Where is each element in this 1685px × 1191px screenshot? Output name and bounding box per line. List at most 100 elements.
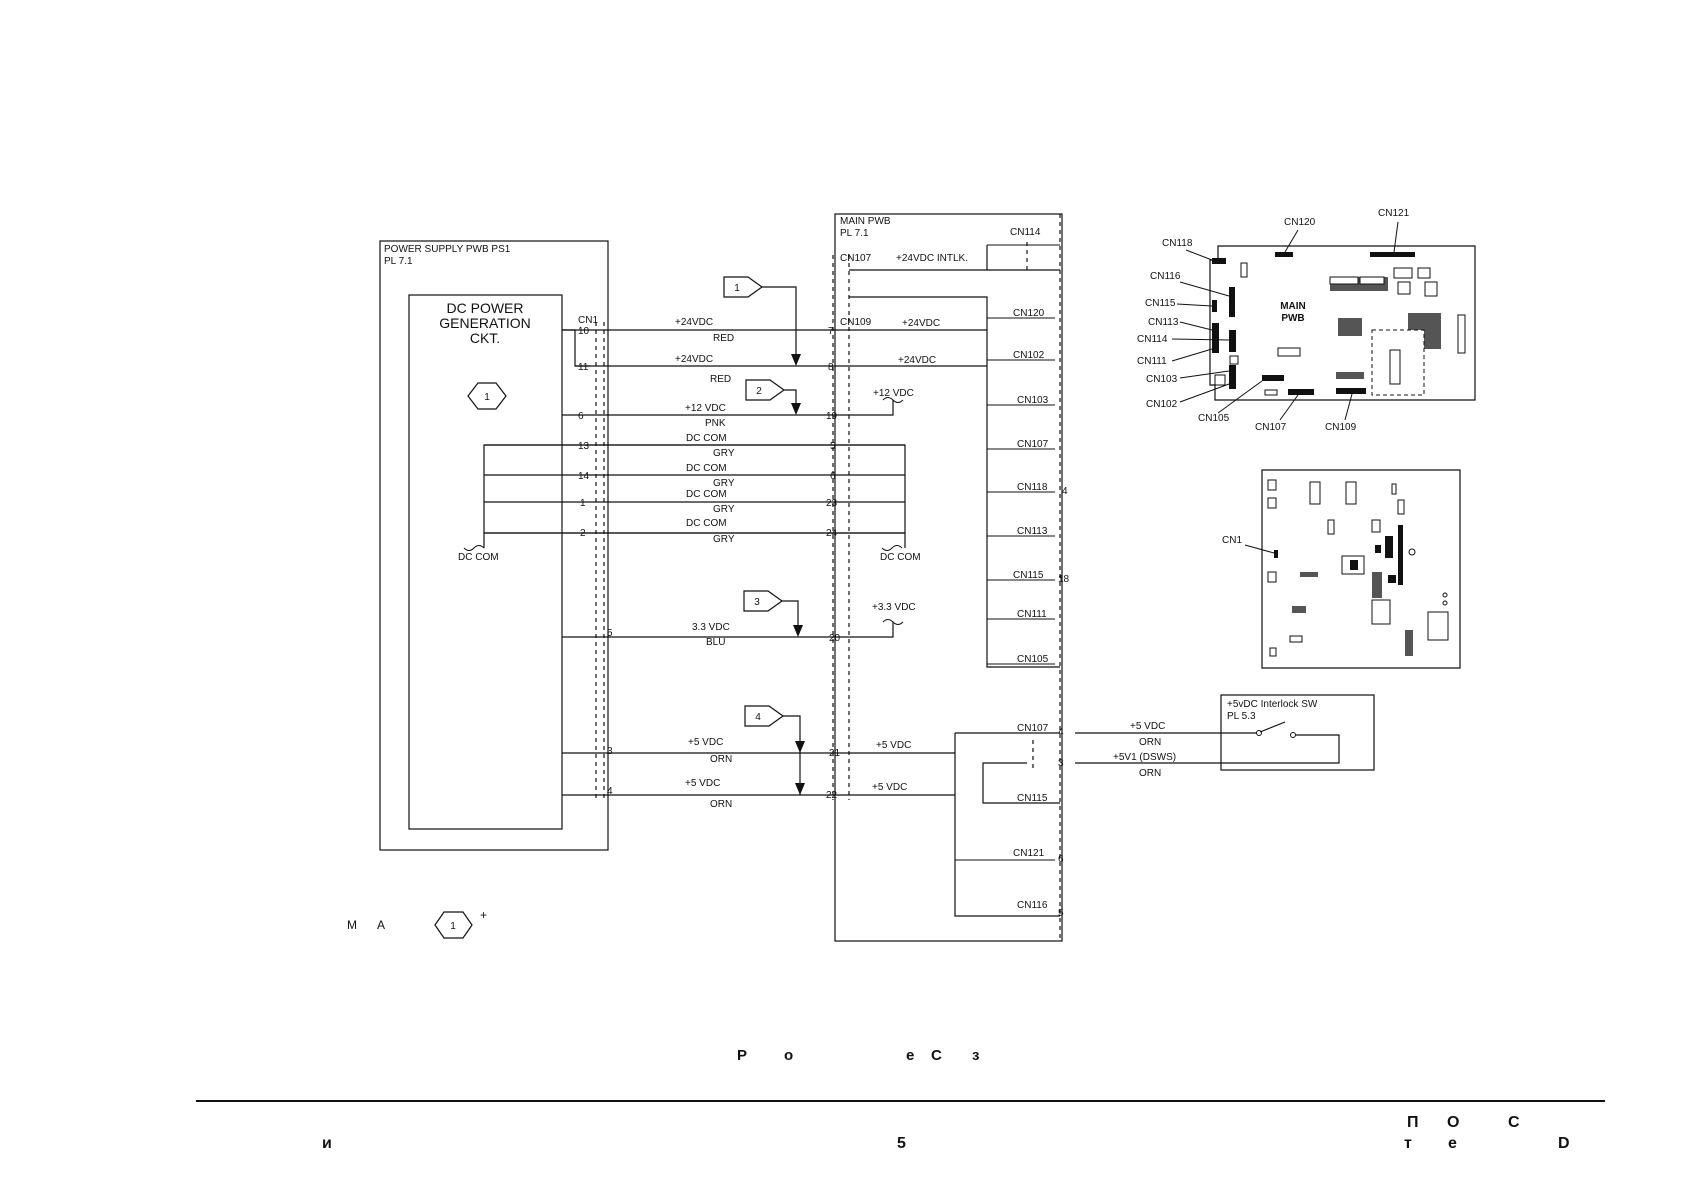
interlock-wire-2: [1075, 734, 1340, 764]
dc-power-generation-block: [408, 294, 563, 830]
legend-plus: +: [480, 908, 487, 922]
callout-flag: 2: [745, 379, 801, 415]
callout-number: 3: [754, 597, 760, 608]
callout-flag: 1: [723, 276, 801, 366]
dc-com-left-label: DC COM: [458, 552, 499, 563]
connector-block: [1336, 388, 1366, 394]
power-supply-title: POWER SUPPLY PWB PS1: [384, 244, 511, 255]
wire-signal: DC COM: [686, 433, 727, 444]
connector-block: [1212, 300, 1217, 312]
callout-leader: [1171, 338, 1230, 341]
board-callout: CN107: [1255, 422, 1287, 433]
wire-signal: DC COM: [686, 463, 727, 474]
board-callout: CN121: [1378, 208, 1410, 219]
switch-contact: [1290, 732, 1296, 738]
connector-block: [1229, 330, 1236, 352]
board-callout: CN109: [1325, 422, 1357, 433]
wire-12v-tap: [849, 400, 894, 416]
right-connector-label: CN103: [1017, 395, 1049, 406]
main-cn107-label: CN107: [840, 253, 872, 264]
main-pwb: MAIN PWB PL 7.1 CN107 +24VDC INTLK. CN10…: [832, 213, 1063, 942]
page-footer: П О С и 5 т е D: [196, 1100, 1605, 1152]
wire-main-pin: 23: [826, 498, 838, 509]
lower-connector-label: CN115: [1017, 793, 1048, 804]
wire-color: GRY: [713, 448, 735, 459]
ckt-label-line3: CKT.: [470, 330, 500, 346]
lower-connector-label: CN116: [1017, 900, 1048, 911]
power-supply-pwb: POWER SUPPLY PWB PS1 PL 7.1 DC POWER GEN…: [379, 240, 609, 851]
footer-left: и: [322, 1135, 332, 1152]
callout-leader: [1217, 380, 1263, 414]
board-callout: CN118: [1162, 238, 1193, 249]
hexagon-note-number: 1: [484, 392, 490, 403]
interlock-switch: +5vDC Interlock SW PL 5.3 +5 VDC ORN +5V…: [1058, 694, 1375, 779]
intlk-label: +24VDC INTLK.: [896, 253, 968, 264]
wire-ps-pin: 6: [578, 411, 584, 422]
connector-block: [1288, 389, 1314, 395]
footer-right-bottom: е: [1448, 1135, 1457, 1152]
wire-ps-pin: 11: [578, 362, 589, 373]
wire-ps-pin: 10: [578, 326, 590, 337]
callout-leader: [1171, 348, 1213, 362]
footer-right-bottom: т: [1404, 1135, 1412, 1152]
ps-board-callout: CN1: [1222, 535, 1242, 546]
wire-signal: 3.3 VDC: [692, 622, 730, 633]
hexagon-note-icon: [467, 382, 507, 410]
switch-lever: [1259, 721, 1286, 733]
wire-signal: +12 VDC: [685, 403, 726, 414]
lower-connector-pin: 6: [1058, 854, 1064, 865]
board-callout: CN105: [1198, 413, 1230, 424]
right-connector-label: CN115: [1013, 570, 1044, 581]
main-side-signal: +5 VDC: [872, 782, 907, 793]
arrow-down-icon: [791, 354, 801, 366]
legend: М А 1 +: [347, 908, 487, 939]
right-connector-label: CN105: [1017, 654, 1049, 665]
main-side-signal: +24VDC: [902, 318, 940, 329]
interlock-title: +5vDC Interlock SW: [1227, 699, 1318, 710]
dc-com-right-label: DC COM: [880, 552, 921, 563]
wire-main-pin: 22: [826, 790, 838, 801]
wire-color: GRY: [713, 534, 735, 545]
wire-main-pin: 6: [830, 471, 836, 482]
board-callout: CN113: [1148, 317, 1179, 328]
main-side-signal: +5 VDC: [876, 740, 911, 751]
wire-ps-pin: 1: [580, 498, 586, 509]
connector-block: [1262, 375, 1284, 381]
legend-text-b: А: [377, 918, 385, 932]
wire-color: ORN: [710, 754, 732, 765]
callout-number: 4: [755, 712, 761, 723]
main-pwb-title: MAIN PWB: [840, 216, 891, 227]
main-pwb-outline: [834, 213, 1063, 942]
wire-33v-tap: [849, 622, 894, 638]
cn1-connector: [1274, 550, 1278, 558]
lower-connector-label: CN121: [1013, 848, 1045, 859]
ps-connector-label: CN1: [578, 315, 598, 326]
right-connector-label: CN118: [1017, 482, 1048, 493]
wire-color: GRY: [713, 504, 735, 515]
right-connector-label: CN111: [1017, 609, 1047, 620]
main-side-signal: +24VDC: [898, 355, 936, 366]
lower-bus: [954, 733, 1060, 917]
wire-harness: 10 +24VDC RED 7 +24VDC 11 +24VDC RED 8 +…: [458, 317, 987, 810]
interlock-w1-color: ORN: [1139, 737, 1161, 748]
callout-leader: [1185, 249, 1213, 261]
right-connector-label: CN120: [1013, 308, 1045, 319]
main-pwb-pl: PL 7.1: [840, 228, 869, 239]
wire-main-pin: 20: [829, 633, 841, 644]
callout-number: 1: [734, 283, 740, 294]
callout-leader: [1279, 394, 1299, 421]
wire-color: ORN: [710, 799, 732, 810]
ps-board-illustration: CN1: [1222, 469, 1461, 669]
lower-connector-pin: 4: [1058, 727, 1064, 738]
caption-char: о: [784, 1047, 793, 1064]
footer-right-top: С: [1508, 1114, 1520, 1131]
wire-main-pin: 21: [829, 748, 841, 759]
main-board-title: PWB: [1281, 313, 1304, 324]
wire-ps-pin: 4: [607, 786, 613, 797]
ps-board-outline: [1261, 469, 1461, 669]
board-callout: CN103: [1146, 374, 1178, 385]
connector-block: [1275, 252, 1293, 257]
lower-loop: [982, 762, 1060, 804]
footer-right-top: О: [1447, 1114, 1459, 1131]
arrow-down-icon: [795, 783, 805, 795]
